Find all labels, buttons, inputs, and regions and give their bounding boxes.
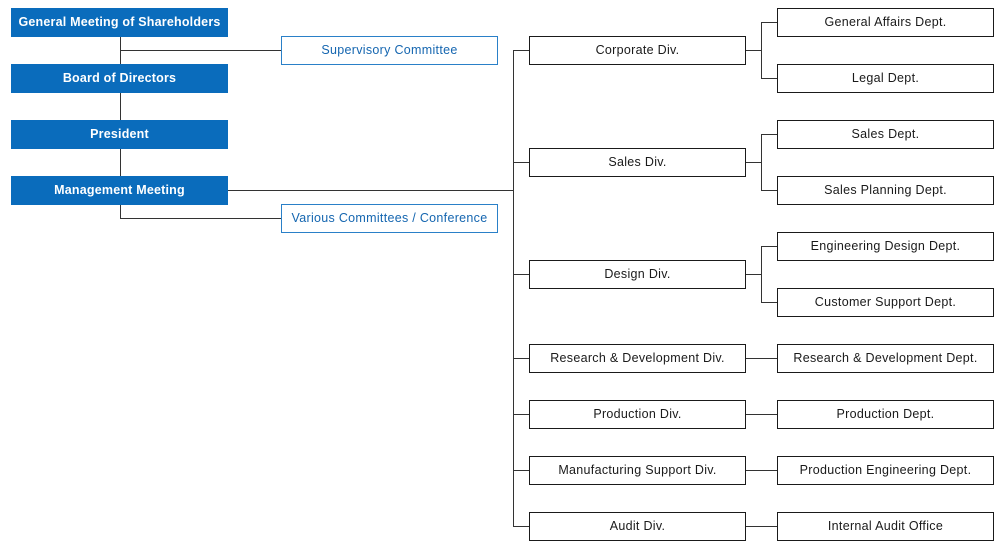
department-production: Production Dept. — [777, 400, 994, 429]
department-sales-planning: Sales Planning Dept. — [777, 176, 994, 205]
shareholders-meeting-box: General Meeting of Shareholders — [11, 8, 228, 37]
department-sales: Sales Dept. — [777, 120, 994, 149]
department-engineering-design: Engineering Design Dept. — [777, 232, 994, 261]
department-general-affairs: General Affairs Dept. — [777, 8, 994, 37]
division-audit: Audit Div. — [529, 512, 746, 541]
president-box: President — [11, 120, 228, 149]
supervisory-committee-box: Supervisory Committee — [281, 36, 498, 65]
division-design: Design Div. — [529, 260, 746, 289]
department-legal: Legal Dept. — [777, 64, 994, 93]
board-of-directors-box: Board of Directors — [11, 64, 228, 93]
management-meeting-box: Management Meeting — [11, 176, 228, 205]
office-internal-audit: Internal Audit Office — [777, 512, 994, 541]
division-manufacturing-support: Manufacturing Support Div. — [529, 456, 746, 485]
department-research-development: Research & Development Dept. — [777, 344, 994, 373]
division-corporate: Corporate Div. — [529, 36, 746, 65]
various-committees-box: Various Committees / Conference — [281, 204, 498, 233]
department-production-engineering: Production Engineering Dept. — [777, 456, 994, 485]
department-customer-support: Customer Support Dept. — [777, 288, 994, 317]
division-production: Production Div. — [529, 400, 746, 429]
division-research-development: Research & Development Div. — [529, 344, 746, 373]
division-sales: Sales Div. — [529, 148, 746, 177]
